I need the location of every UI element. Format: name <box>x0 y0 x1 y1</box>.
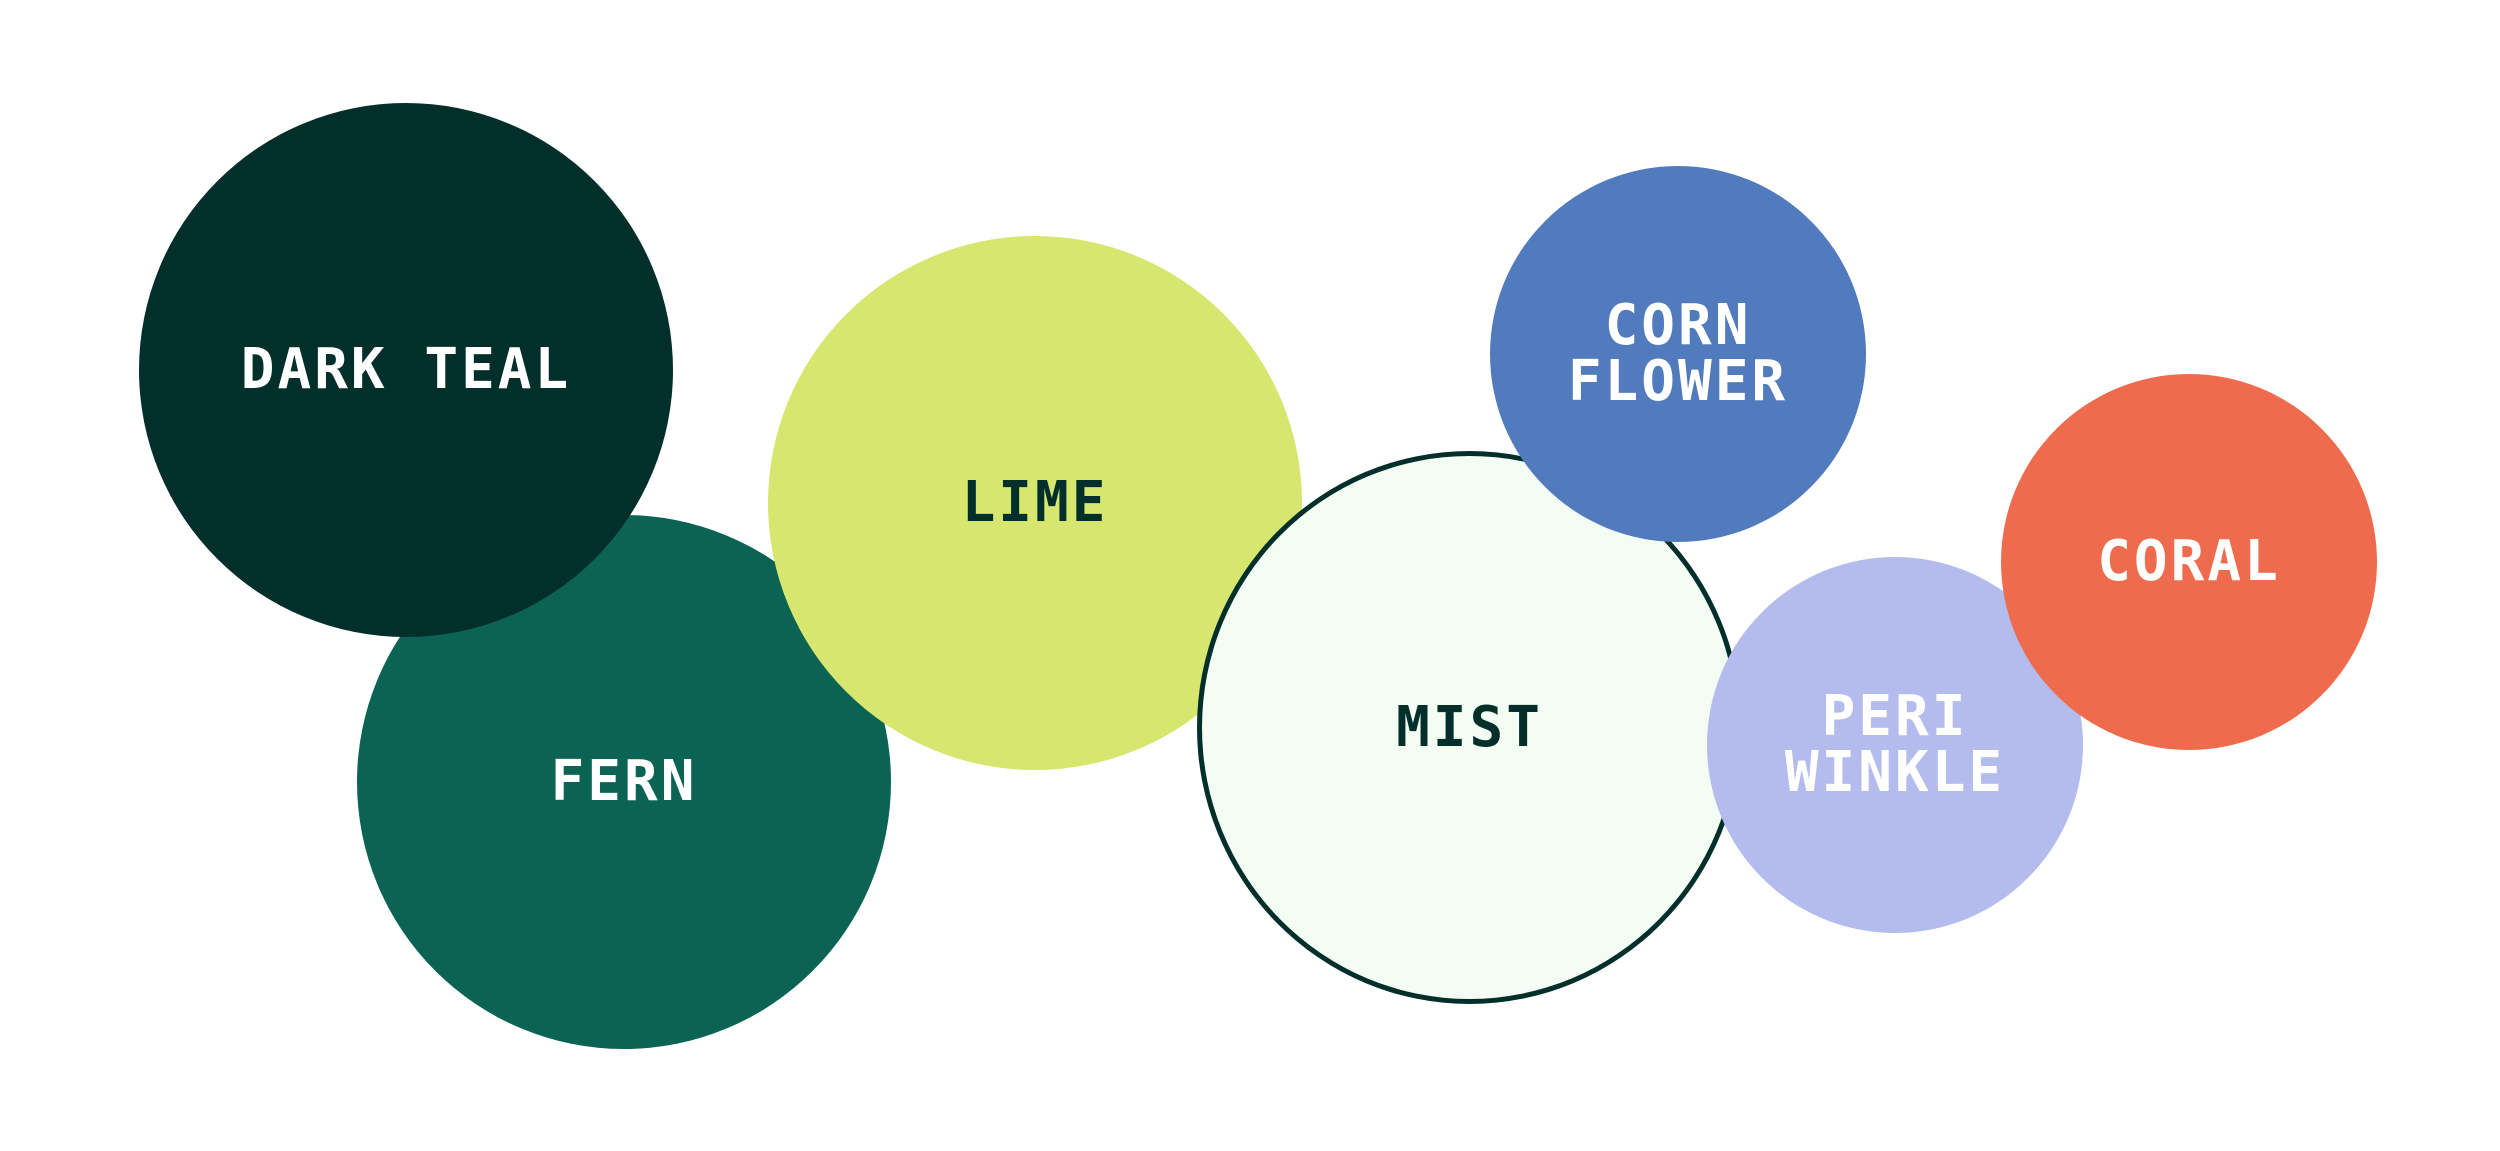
swatch-label-cornflower: CORN FLOWER <box>1567 293 1789 414</box>
swatch-dark-teal: DARK TEAL <box>139 103 673 637</box>
swatch-cornflower: CORN FLOWER <box>1490 166 1866 542</box>
swatch-coral: CORAL <box>2001 374 2377 750</box>
swatch-label-periwinkle: PERI WINKLE <box>1784 684 2006 805</box>
swatch-label-coral: CORAL <box>2097 529 2281 594</box>
swatch-label-fern: FERN <box>550 749 698 814</box>
swatch-label-lime: LIME <box>961 470 1109 535</box>
swatch-label-dark-teal: DARK TEAL <box>240 337 572 402</box>
swatch-label-mist: MIST <box>1396 694 1543 760</box>
swatch-mist: MIST <box>1197 451 1742 1004</box>
